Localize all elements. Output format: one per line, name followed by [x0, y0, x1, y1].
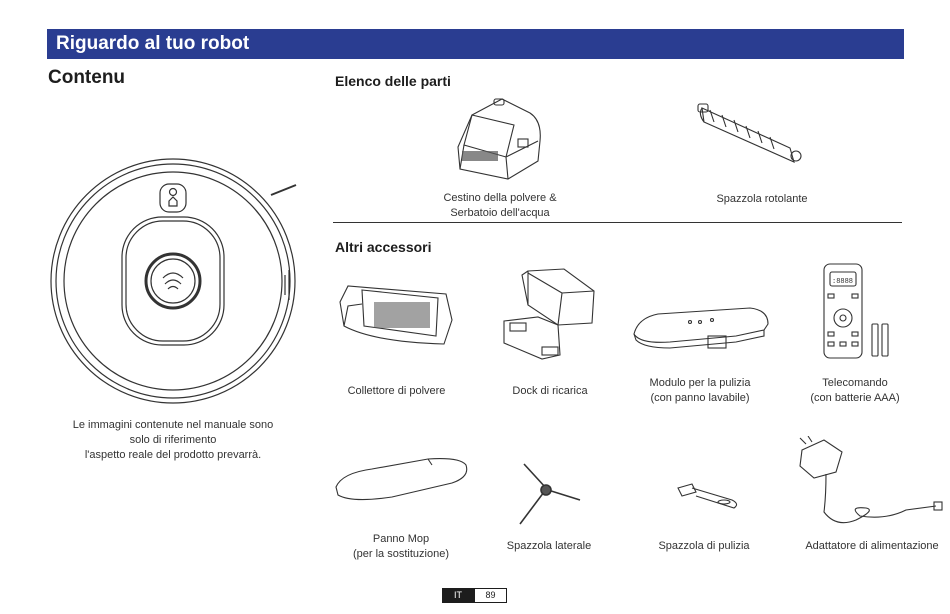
power-adapter-label: Adattatore di alimentazione	[805, 540, 939, 552]
cleaning-module-illustration	[633, 307, 769, 349]
charging-dock-label: Dock di ricarica	[512, 385, 588, 397]
cleaning-brush-label: Spazzola di pulizia	[658, 540, 750, 552]
dust-bin-water-tank-illustration	[457, 98, 541, 180]
language-badge: IT	[442, 588, 474, 603]
charging-dock-illustration	[503, 268, 595, 360]
page-footer: IT 89	[442, 588, 507, 603]
power-adapter-illustration	[799, 436, 943, 524]
cleaning-brush-illustration	[677, 483, 738, 509]
mop-cloth-label: Panno Mop (per la sostituzione)	[353, 533, 449, 560]
side-brush-label: Spazzola laterale	[506, 540, 592, 552]
robot-vacuum-illustration	[50, 158, 297, 404]
page-number: 89	[474, 588, 507, 603]
svg-text::8888: :8888	[832, 278, 853, 286]
rolling-brush-illustration	[697, 103, 802, 163]
dust-collector-label: Collettore di polvere	[347, 385, 446, 397]
section-divider	[333, 222, 902, 223]
remote-control-label: Telecomando (con batterie AAA)	[810, 377, 900, 404]
mop-cloth-illustration	[335, 458, 468, 501]
disclaimer-note: Le immagini contenute nel manuale sono s…	[72, 419, 274, 461]
side-brush-illustration	[519, 463, 581, 525]
section-banner: Riguardo al tuo robot	[47, 29, 904, 59]
dust-bin-label: Cestino della polvere & Serbatoio dell'a…	[443, 192, 557, 219]
rolling-brush-label: Spazzola rotolante	[716, 193, 808, 205]
dust-collector-illustration	[339, 285, 453, 345]
page-title: Contenu	[48, 67, 126, 88]
other-accessories-title: Altri accessori	[335, 239, 432, 255]
parts-list-title: Elenco delle parti	[335, 73, 451, 89]
remote-control-illustration: :8888	[823, 263, 889, 359]
cleaning-module-label: Modulo per la pulizia (con panno lavabil…	[649, 377, 751, 404]
